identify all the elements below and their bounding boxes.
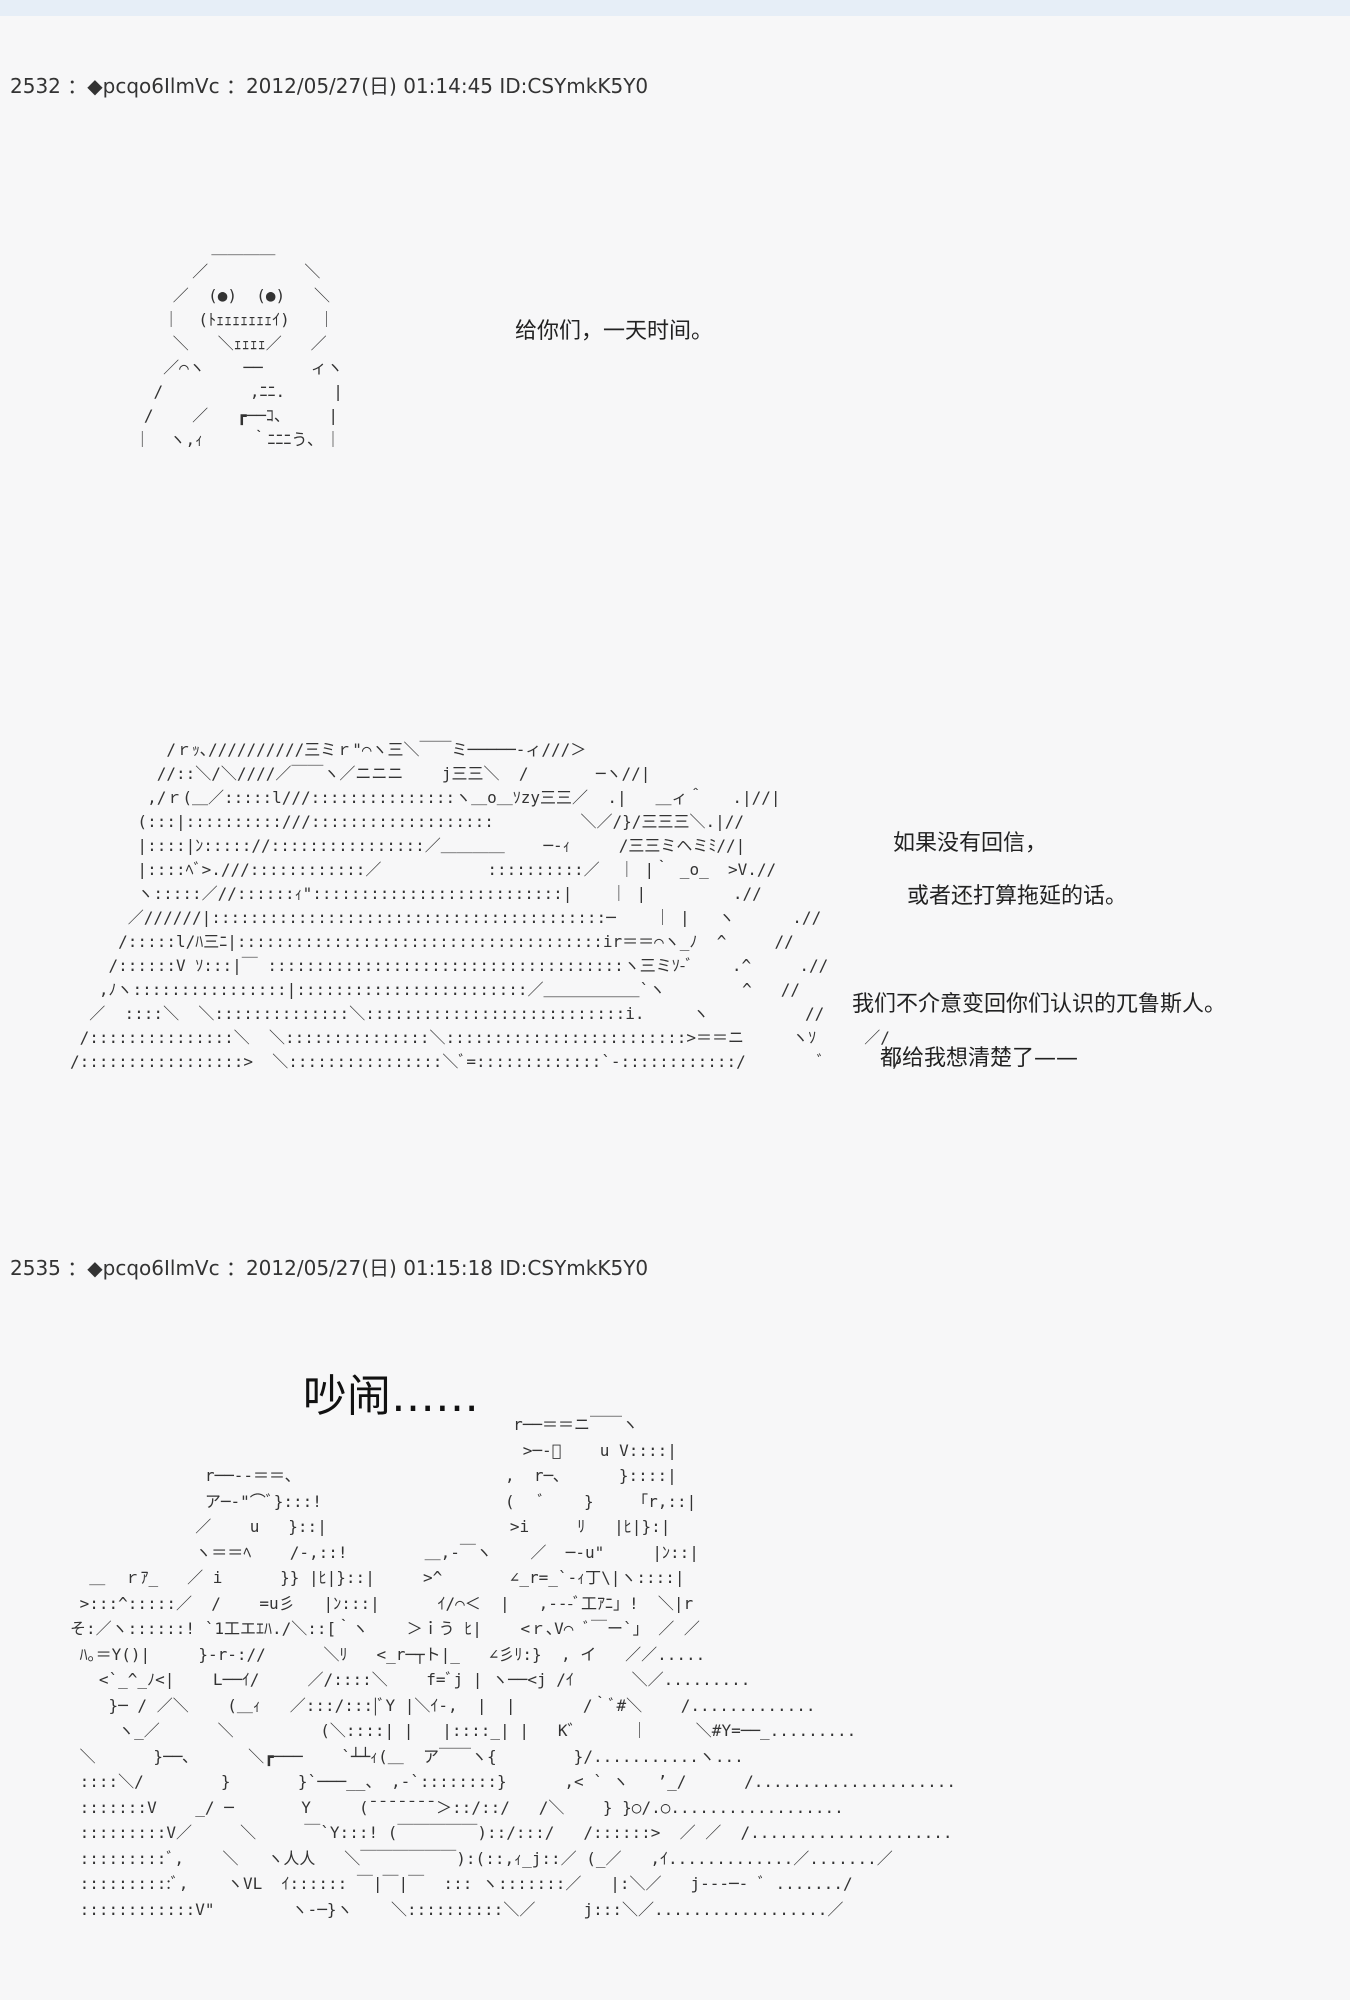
dialog-line: 都给我想清楚了—— [880, 1046, 1079, 1071]
dialog-line: 给你们，一天时间。 [515, 319, 714, 344]
post-header: 2532 ：◆pcqo6IlmVc ：2012/05/27(日) 01:14:4… [10, 74, 649, 98]
exclamation-title: 吵闹…… [303, 1371, 479, 1422]
dialog-line: 我们不介意变回你们认识的兀鲁斯人。 [852, 992, 1227, 1017]
ascii-art-character: ＿＿＿＿ ／ ＼ ／ (●) (●) ＼ ｜ (ﾄｪｪｪｪｪｪｪｲ) ｜ ＼ ＼… [134, 238, 343, 449]
post-header: 2535 ：◆pcqo6IlmVc ：2012/05/27(日) 01:15:1… [10, 1256, 649, 1280]
ascii-art-crowd: r──＝＝ニ￣￣ヽ >─-ﾞ u V::::| r──--＝＝､ , r─､ }… [70, 1415, 957, 1919]
ascii-art-scene: /ｒｯ､//////////三ミｒ"⌒ヽ三＼￣￣ミ─────-ィ///＞ //:… [70, 740, 902, 1071]
top-bar [0, 0, 1350, 16]
dialog-line: 或者还打算拖延的话。 [907, 884, 1128, 909]
dialog-line: 如果没有回信， [893, 831, 1048, 856]
